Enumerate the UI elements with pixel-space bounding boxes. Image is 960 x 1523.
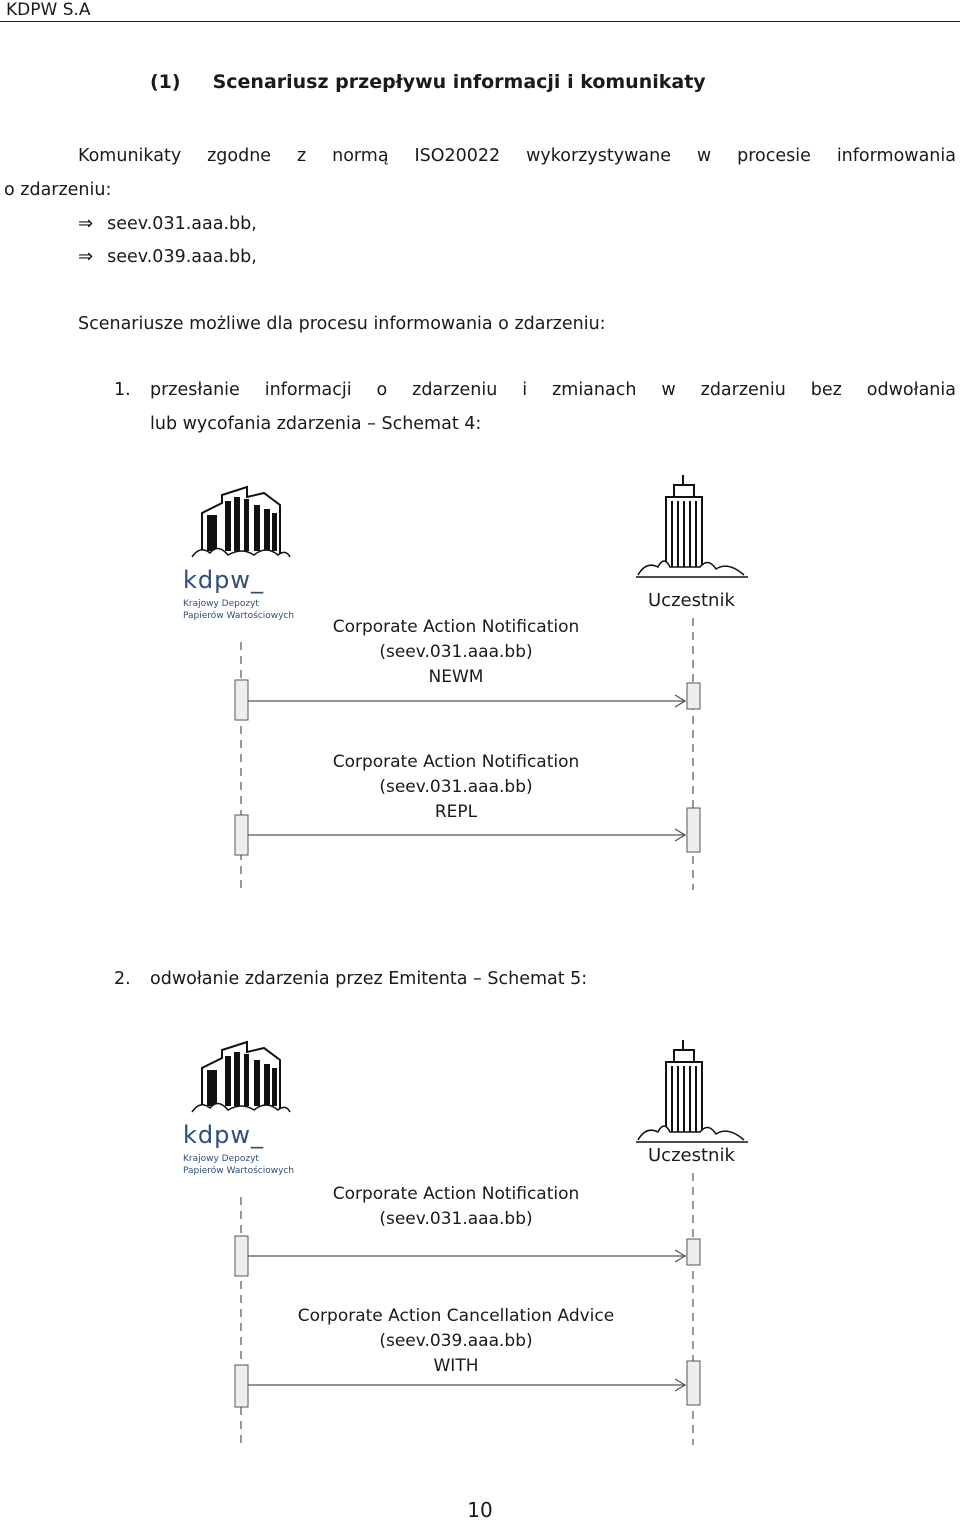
diagram-2-graphics — [191, 1040, 748, 1445]
message-type: Corporate Action Notification — [332, 1184, 580, 1204]
message-type: Corporate Action Notification — [332, 752, 580, 772]
bullet-text: seev.031.aaa.bb, — [107, 214, 257, 234]
message-code: (seev.031.aaa.bb) — [379, 777, 533, 797]
participant-label: Uczestnik — [648, 590, 735, 611]
diagram-1-graphics — [191, 475, 748, 890]
message-label: Corporate Action Cancellation Advice (se… — [256, 1304, 656, 1379]
intro-line-2: o zdarzeniu: — [4, 180, 112, 200]
scenarios-heading: Scenariusze możliwe dla procesu informow… — [78, 314, 606, 334]
intro-line-1: Komunikaty zgodne z normą ISO20022 wykor… — [78, 146, 956, 166]
bullet-item-2: ⇒ seev.039.aaa.bb, — [78, 246, 257, 268]
scenario-1-number: 1. — [114, 380, 131, 400]
implies-arrow-icon: ⇒ — [78, 213, 94, 234]
kdpw-logo-name: kdpw_ — [183, 566, 264, 594]
header-rule — [0, 21, 960, 22]
sequence-diagram-schemat-4: kdpw_ Krajowy Depozyt Papierów Wartościo… — [0, 470, 960, 895]
message-function: REPL — [434, 802, 478, 822]
participant-tower-icon — [636, 475, 748, 578]
bullet-text: seev.039.aaa.bb, — [107, 247, 257, 267]
kdpw-logo-line-1: Krajowy Depozyt — [183, 599, 259, 609]
message-code: (seev.031.aaa.bb) — [379, 642, 533, 662]
message-label: Corporate Action Notification (seev.031.… — [286, 750, 626, 825]
kdpw-logo-line-2: Papierów Wartościowych — [183, 1166, 295, 1176]
participant-label: Uczestnik — [648, 1145, 735, 1166]
message-label: Corporate Action Notification (seev.031.… — [286, 1182, 626, 1232]
message-function: NEWM — [428, 667, 484, 687]
sequence-diagram-schemat-5: kdpw_ Krajowy Depozyt Papierów Wartościo… — [0, 1025, 960, 1450]
message-function: WITH — [433, 1356, 479, 1376]
section-title: (1) Scenariusz przepływu informacji i kom… — [150, 71, 706, 93]
bullet-item-1: ⇒ seev.031.aaa.bb, — [78, 213, 257, 235]
message-code: (seev.039.aaa.bb) — [379, 1331, 533, 1351]
kdpw-building-icon — [191, 485, 291, 558]
message-code: (seev.031.aaa.bb) — [379, 1209, 533, 1229]
message-type: Corporate Action Cancellation Advice — [297, 1306, 615, 1326]
message-label: Corporate Action Notification (seev.031.… — [286, 615, 626, 690]
kdpw-logo-line-1: Krajowy Depozyt — [183, 1154, 259, 1164]
document-header: KDPW S.A — [6, 0, 91, 20]
kdpw-logo-name: kdpw_ — [183, 1121, 264, 1149]
page-number: 10 — [467, 1498, 493, 1522]
kdpw-building-icon — [191, 1040, 291, 1113]
section-number: (1) — [150, 71, 181, 93]
scenario-2-number: 2. — [114, 969, 131, 989]
scenario-1-line-1: przesłanie informacji o zdarzeniu i zmia… — [150, 380, 956, 400]
implies-arrow-icon: ⇒ — [78, 246, 94, 267]
scenario-2-text: odwołanie zdarzenia przez Emitenta – Sch… — [150, 969, 588, 989]
kdpw-logo-line-2: Papierów Wartościowych — [183, 611, 295, 621]
message-type: Corporate Action Notification — [332, 617, 580, 637]
participant-tower-icon — [636, 1040, 748, 1143]
section-title-text: Scenariusz przepływu informacji i komuni… — [212, 71, 706, 93]
scenario-1-line-2: lub wycofania zdarzenia – Schemat 4: — [150, 414, 482, 434]
